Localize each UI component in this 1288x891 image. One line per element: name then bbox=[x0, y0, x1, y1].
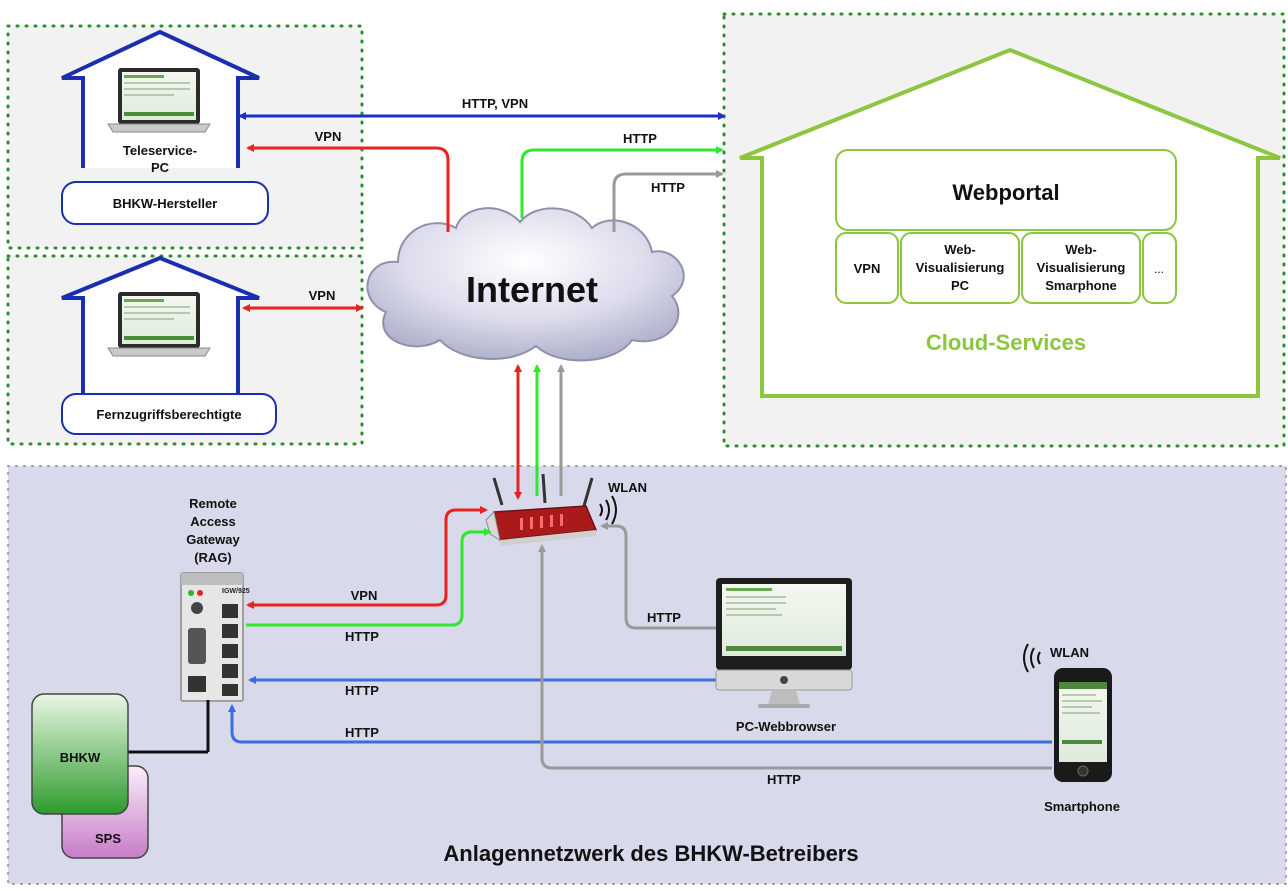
rag-label-line3: Gateway bbox=[186, 532, 240, 547]
label-http-pc-rag: HTTP bbox=[345, 683, 379, 698]
connection-http-rag-router-green bbox=[246, 528, 492, 627]
teleservice-pc-label-line1: Teleservice- bbox=[123, 143, 197, 158]
service-web-pc-line3: PC bbox=[951, 278, 970, 293]
pc-webbrowser-label: PC-Webbrowser bbox=[736, 719, 836, 734]
router-icon bbox=[485, 473, 598, 546]
label-vpn-remote-user: VPN bbox=[309, 288, 336, 303]
connection-vpn-rag-router bbox=[246, 506, 488, 609]
label-http-rag-green: HTTP bbox=[345, 629, 379, 644]
internet-label: Internet bbox=[466, 269, 598, 310]
pc-monitor-icon bbox=[715, 578, 853, 708]
service-web-phone-line2: Visualisierung bbox=[1037, 260, 1126, 275]
connection-http-phone-router bbox=[538, 544, 1052, 770]
label-http-vpn: HTTP, VPN bbox=[462, 96, 528, 111]
rag-label-line2: Access bbox=[190, 514, 236, 529]
phone-wifi-icon bbox=[1023, 643, 1041, 673]
connection-http-phone-rag bbox=[228, 704, 1052, 744]
label-http-green-cloud: HTTP bbox=[623, 131, 657, 146]
service-web-pc-line2: Visualisierung bbox=[916, 260, 1005, 275]
operator-network-title: Anlagennetzwerk des BHKW-Betreibers bbox=[443, 841, 858, 866]
phone-wlan-label: WLAN bbox=[1050, 645, 1089, 660]
service-box-web-pc bbox=[900, 232, 1020, 304]
rag-label-line1: Remote bbox=[189, 496, 237, 511]
service-web-pc-line1: Web- bbox=[944, 242, 976, 257]
label-http-grey-cloud: HTTP bbox=[651, 180, 685, 195]
smartphone-icon bbox=[1054, 668, 1112, 782]
connection-vpn-teleservice bbox=[246, 144, 450, 232]
connection-http-pc-router bbox=[600, 522, 716, 630]
connection-http-green-cloud bbox=[520, 146, 724, 218]
cloud-services-title: Cloud-Services bbox=[926, 330, 1086, 355]
service-vpn-label: VPN bbox=[854, 261, 881, 276]
manufacturer-laptop-icon bbox=[107, 68, 211, 133]
manufacturer-caption: BHKW-Hersteller bbox=[113, 196, 217, 211]
bhkw-label: BHKW bbox=[60, 750, 101, 765]
remote-users-caption: Fernzugriffsberechtigte bbox=[96, 407, 241, 422]
rag-device-icon bbox=[180, 572, 244, 702]
label-vpn-teleservice: VPN bbox=[315, 129, 342, 144]
service-box-vpn bbox=[835, 232, 899, 304]
label-http-pc-router: HTTP bbox=[647, 610, 681, 625]
service-box-web-phone bbox=[1021, 232, 1141, 304]
service-web-phone-line1: Web- bbox=[1065, 242, 1097, 257]
remote-users-caption-box bbox=[61, 393, 277, 435]
rag-label-line4: (RAG) bbox=[194, 550, 232, 565]
sps-label: SPS bbox=[95, 831, 121, 846]
bhkw-box bbox=[31, 693, 129, 815]
router-wifi-icon bbox=[599, 495, 617, 525]
internet-cloud-shape bbox=[366, 207, 685, 362]
service-more-label: ... bbox=[1154, 262, 1164, 276]
service-box-more bbox=[1142, 232, 1177, 304]
service-web-phone-line3: Smarphone bbox=[1045, 278, 1117, 293]
remote-user-laptop-icon bbox=[107, 292, 211, 357]
smartphone-label: Smartphone bbox=[1044, 799, 1120, 814]
webportal-label: Webportal bbox=[952, 180, 1059, 205]
connection-http-grey-cloud bbox=[612, 170, 724, 232]
webportal-box bbox=[835, 149, 1177, 231]
rag-model-label: IGW/925 bbox=[222, 588, 250, 595]
label-http-phone-rag: HTTP bbox=[345, 725, 379, 740]
manufacturer-caption-box bbox=[61, 181, 269, 225]
label-vpn-rag: VPN bbox=[351, 588, 378, 603]
router-wlan-label: WLAN bbox=[608, 480, 647, 495]
teleservice-pc-label-line2: PC bbox=[151, 160, 170, 175]
label-http-phone-router: HTTP bbox=[767, 772, 801, 787]
